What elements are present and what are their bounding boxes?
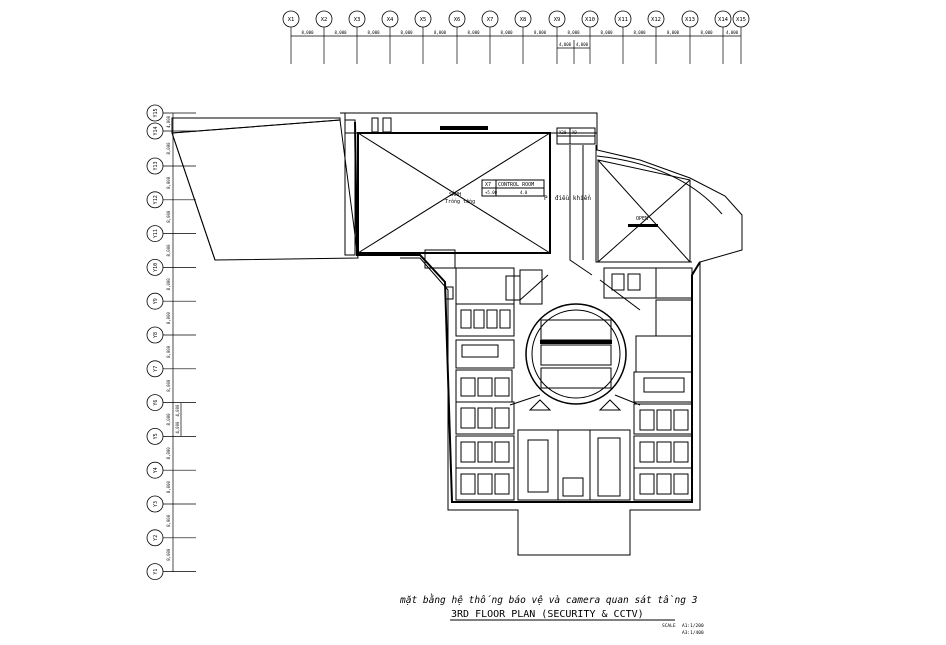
room-dim-label: +5.00: [485, 190, 498, 195]
y-dim-label: 8,000: [166, 210, 171, 223]
x-grid-label: X2: [321, 17, 328, 23]
x-grid-label: X15: [736, 17, 746, 23]
x-grid-label: X13: [685, 17, 695, 23]
room-labels: SẢNH Trống tầng X7 CONTROL ROOM +5.00 4.…: [445, 130, 648, 222]
y-dim-label: 8,000: [166, 244, 171, 257]
y-dim-label: 8,000: [166, 345, 171, 358]
y-grid-label: Y3: [153, 501, 159, 507]
x-dim-label: 8,000: [334, 30, 347, 35]
title-en: 3RD FLOOR PLAN (SECURITY & CCTV): [451, 609, 644, 620]
y-dim-label: 8,000: [166, 480, 171, 493]
hall-label: SẢNH: [449, 190, 461, 198]
y-dim-label: 8,000: [166, 413, 171, 426]
x-grid-label: X12: [651, 17, 661, 23]
room-dim2-label: 4.0: [520, 190, 528, 195]
y-grid-label: Y7: [153, 366, 159, 372]
x-grid-label: X1: [288, 17, 295, 23]
x-grid-label: X8: [520, 17, 527, 23]
x-dim-label: 8,000: [434, 30, 447, 35]
y-grid-label: Y13: [153, 161, 159, 170]
y-grid-label: Y10: [153, 263, 159, 272]
y-grid-label: Y5: [153, 433, 159, 439]
y-dim-label: 8,000: [166, 176, 171, 189]
y-sub-dim-label: 4,000: [175, 404, 180, 417]
x-grid-label: X5: [420, 17, 427, 23]
control-room-label: CONTROL ROOM: [498, 182, 534, 188]
control-sub-label: P. điều khiển: [544, 195, 591, 202]
x20-label: X20: [559, 130, 567, 135]
x-dim-label: 8,000: [367, 30, 380, 35]
x-grid-label: X9: [554, 17, 561, 23]
y-dim-label: 8,000: [166, 311, 171, 324]
y-grid-label: Y11: [153, 229, 159, 238]
y-sub-dim-label: 4,000: [175, 421, 180, 434]
scale-a3: A3:1/400: [682, 630, 704, 636]
y-dim-label: 8,000: [166, 142, 171, 155]
x-dim-label: 8,000: [600, 30, 613, 35]
building-outline: [171, 112, 743, 556]
hall-sub-label: Trống tầng: [445, 198, 475, 205]
open-label: OPEN: [636, 216, 648, 222]
x9b-label: X9: [572, 130, 577, 135]
y-grid-label: Y15: [153, 108, 159, 117]
y-grid-label: Y8: [153, 332, 159, 338]
bottom-center-rooms: [517, 399, 631, 501]
y-grid-label: Y4: [153, 467, 159, 473]
title-vn: mặt bằng hệ thống báo vệ và camera quan …: [399, 594, 698, 606]
x-grid-label: X11: [618, 17, 628, 23]
y-dim-label: 8,000: [166, 514, 171, 527]
x-grid-label: X4: [387, 17, 394, 23]
x-dim-label: 8,000: [400, 30, 413, 35]
x-grid-label: X10: [585, 17, 595, 23]
x-grid-axis: X1 X2 X3 X4 X5 X6 X7 X8 X9 X10 X11 X12 X13 X14 X15 8,00…: [282, 10, 750, 64]
x-dim-label: 8,000: [700, 30, 713, 35]
x-grid-label: X6: [454, 17, 461, 23]
y-dim-label: 8,000: [166, 379, 171, 392]
y-dim-label: 4,000: [166, 115, 171, 128]
x-dim-label: 8,000: [467, 30, 480, 35]
x-dim-label: 8,000: [633, 30, 646, 35]
y-grid-label: Y9: [153, 298, 159, 304]
right-offices: [603, 267, 693, 501]
room-x7-label: X7: [485, 182, 491, 188]
left-offices: [455, 267, 543, 501]
scale-a1: A1:1/200: [682, 623, 704, 629]
y-grid-label: Y6: [153, 400, 159, 406]
scale-label: SCALE: [662, 623, 676, 629]
x-dim-label: 8,000: [534, 30, 547, 35]
x-sub-dim-label: 4,000: [559, 42, 572, 47]
x-dim-label: 8,000: [301, 30, 314, 35]
x-grid-label: X7: [487, 17, 494, 23]
x-grid-label: X3: [354, 17, 361, 23]
y-dim-label: 8,000: [166, 278, 171, 291]
x-dim-label: 8,000: [667, 30, 680, 35]
x-sub-dim-label: 4,000: [576, 42, 589, 47]
y-grid-label: Y14: [153, 126, 159, 135]
x-dim-label: 4,000: [726, 30, 739, 35]
x-dim-label: 8,000: [500, 30, 513, 35]
y-grid-label: Y2: [153, 535, 159, 541]
y-dim-label: 8,000: [166, 548, 171, 561]
x-grid-label: X14: [718, 17, 729, 23]
y-grid-label: Y1: [153, 569, 159, 575]
title-block: mặt bằng hệ thống báo vệ và camera quan …: [399, 594, 704, 636]
y-grid-label: Y12: [153, 195, 159, 204]
x-dim-label: 8,000: [567, 30, 580, 35]
y-dim-label: 8,000: [166, 447, 171, 460]
